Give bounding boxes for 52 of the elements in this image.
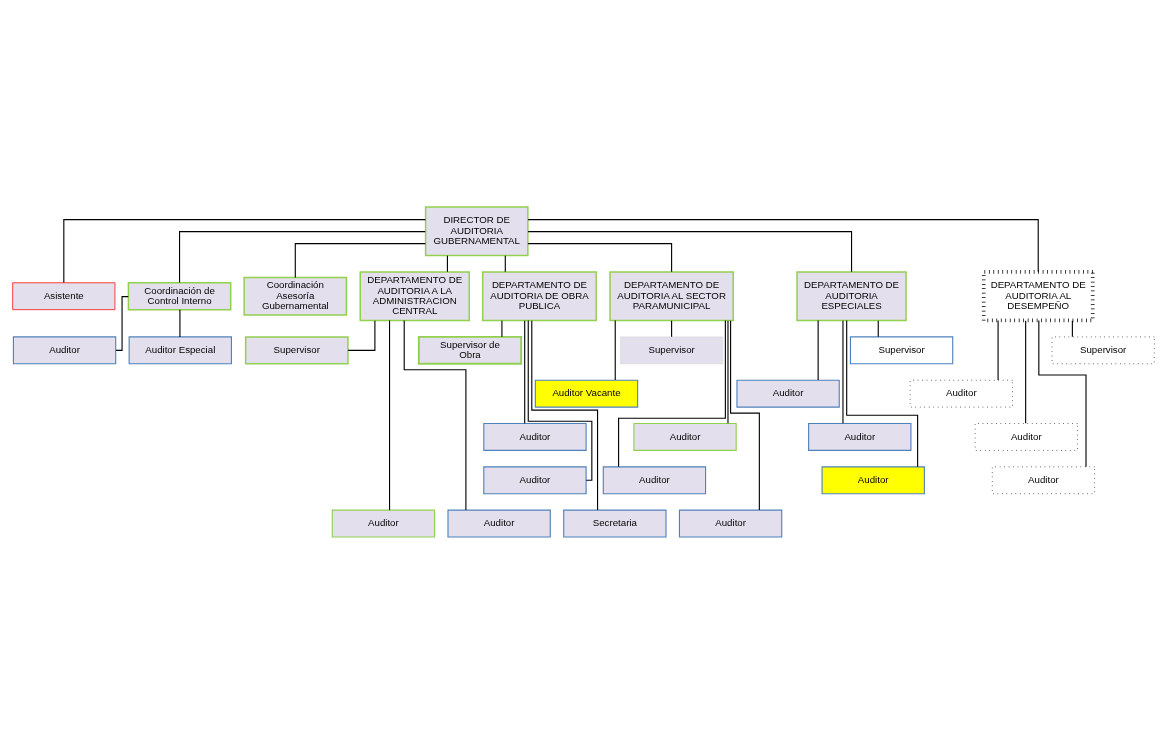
node-box: DEPARTAMENTO DE AUDITORIA AL DESEMPEÑO — [981, 269, 1095, 322]
connector — [179, 230, 426, 283]
node-box: Auditor — [331, 509, 436, 538]
node-box: Supervisor de Obra — [417, 335, 523, 365]
connector — [730, 319, 760, 511]
node-box: Supervisor — [620, 336, 724, 364]
connector — [524, 319, 526, 424]
connector — [294, 242, 426, 278]
node-box: Auditor — [12, 335, 117, 364]
node-box: Auditor Vacante — [534, 379, 639, 408]
connector — [501, 319, 503, 337]
connector — [727, 319, 729, 424]
node-box: Supervisor — [1051, 336, 1155, 364]
connector — [817, 319, 819, 381]
node-box: Auditor — [808, 422, 912, 451]
node-box: Auditor — [483, 465, 587, 494]
node-box: Supervisor — [849, 335, 954, 364]
connector — [1025, 319, 1027, 424]
node-box: Secretaria — [563, 509, 667, 538]
connector — [997, 319, 999, 381]
node-box: DEPARTAMENTO DE AUDITORIA ESPECIALES — [796, 270, 907, 321]
connector — [115, 295, 129, 351]
node-box: DEPARTAMENTO DE AUDITORIA AL SECTOR PARAMUNICIPAL — [609, 270, 734, 321]
connector — [527, 242, 673, 272]
node-box: Asistente — [12, 281, 116, 310]
connector — [527, 230, 853, 272]
node-box: DIRECTOR DE AUDITORIA GUBERNAMENTAL — [424, 205, 529, 256]
node-box: Auditor — [678, 509, 783, 538]
node-box: Auditor — [821, 465, 925, 494]
connector — [614, 319, 616, 381]
connector — [389, 319, 391, 511]
node-box: Supervisor — [244, 335, 349, 365]
node-box: Auditor — [447, 509, 551, 538]
node-box: Coordinación Asesoría Gubernamental — [243, 276, 348, 316]
connector — [527, 218, 1039, 272]
connector — [531, 319, 599, 511]
node-box: Auditor — [991, 465, 1095, 494]
node-box: DEPARTAMENTO DE AUDITORIA DE OBRA PUBLICA — [481, 270, 597, 321]
connector — [63, 218, 427, 283]
node-box: Auditor — [909, 379, 1013, 407]
node-box: Auditor — [633, 422, 737, 451]
connector — [403, 319, 467, 510]
node-box: Auditor — [974, 422, 1078, 451]
connector — [347, 319, 376, 351]
node-box: Auditor — [483, 422, 587, 451]
node-box: Auditor Especial — [128, 335, 232, 364]
connector — [179, 308, 181, 337]
node-box: DEPARTAMENTO DE AUDITORIA A LA ADMINISTRACION CENTRAL — [359, 270, 470, 321]
node-box: Coordinación de Control Interno — [127, 281, 232, 310]
node-box: Auditor — [602, 465, 707, 494]
node-box: Auditor — [736, 379, 840, 408]
connector — [527, 319, 593, 481]
